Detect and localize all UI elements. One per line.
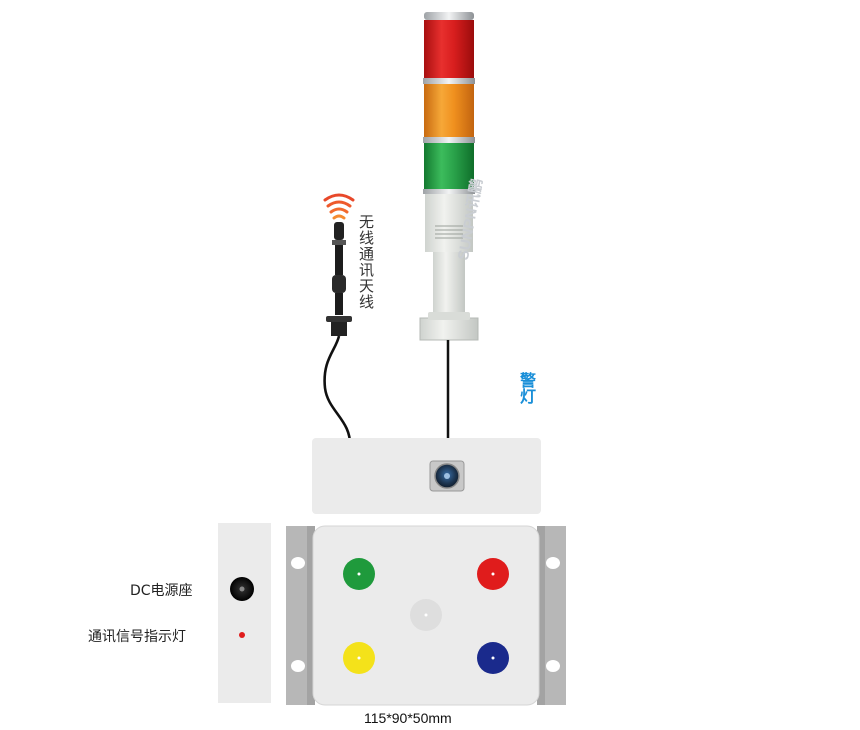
antenna-tip [334, 222, 344, 240]
tower-stem [433, 252, 465, 316]
tower-light [419, 12, 479, 470]
lamp-connector-icon [429, 460, 465, 492]
front-indicator-lights [343, 558, 509, 674]
antenna-mast [335, 293, 343, 315]
mounting-bracket-left [286, 526, 315, 705]
antenna-label: 无线通讯天线 [357, 214, 375, 310]
enclosure-top-view [312, 438, 541, 514]
signal-waves-icon [323, 193, 355, 220]
antenna-ring [332, 240, 346, 245]
tower-base-housing [425, 194, 473, 252]
tower-ring [423, 78, 475, 84]
tower-segment-green [424, 143, 474, 191]
mounting-bracket-right [537, 526, 566, 705]
antenna-hinge [332, 275, 346, 293]
dc-jack-label: DC电源座 [130, 583, 193, 599]
tower-flange-top [428, 312, 470, 320]
tower-top-cap [424, 12, 474, 20]
tower-segment-orange [424, 84, 474, 138]
tower-segment-red [424, 20, 474, 78]
dimensions-label: 115*90*50mm [364, 710, 452, 726]
tower-flange [419, 317, 479, 341]
comm-indicator-label: 通讯信号指示灯 [88, 629, 186, 645]
enclosure-side-view [218, 523, 271, 703]
antenna-base [331, 322, 347, 336]
antenna-nut [326, 316, 352, 322]
dc-jack-pin [239, 586, 245, 592]
antenna-mast [335, 245, 343, 275]
tower-ring [423, 137, 475, 143]
tower-vent-slots [435, 225, 463, 239]
comm-led-icon [239, 632, 245, 638]
tower-ring [423, 189, 475, 194]
lamp-label: 警灯 [517, 372, 536, 404]
